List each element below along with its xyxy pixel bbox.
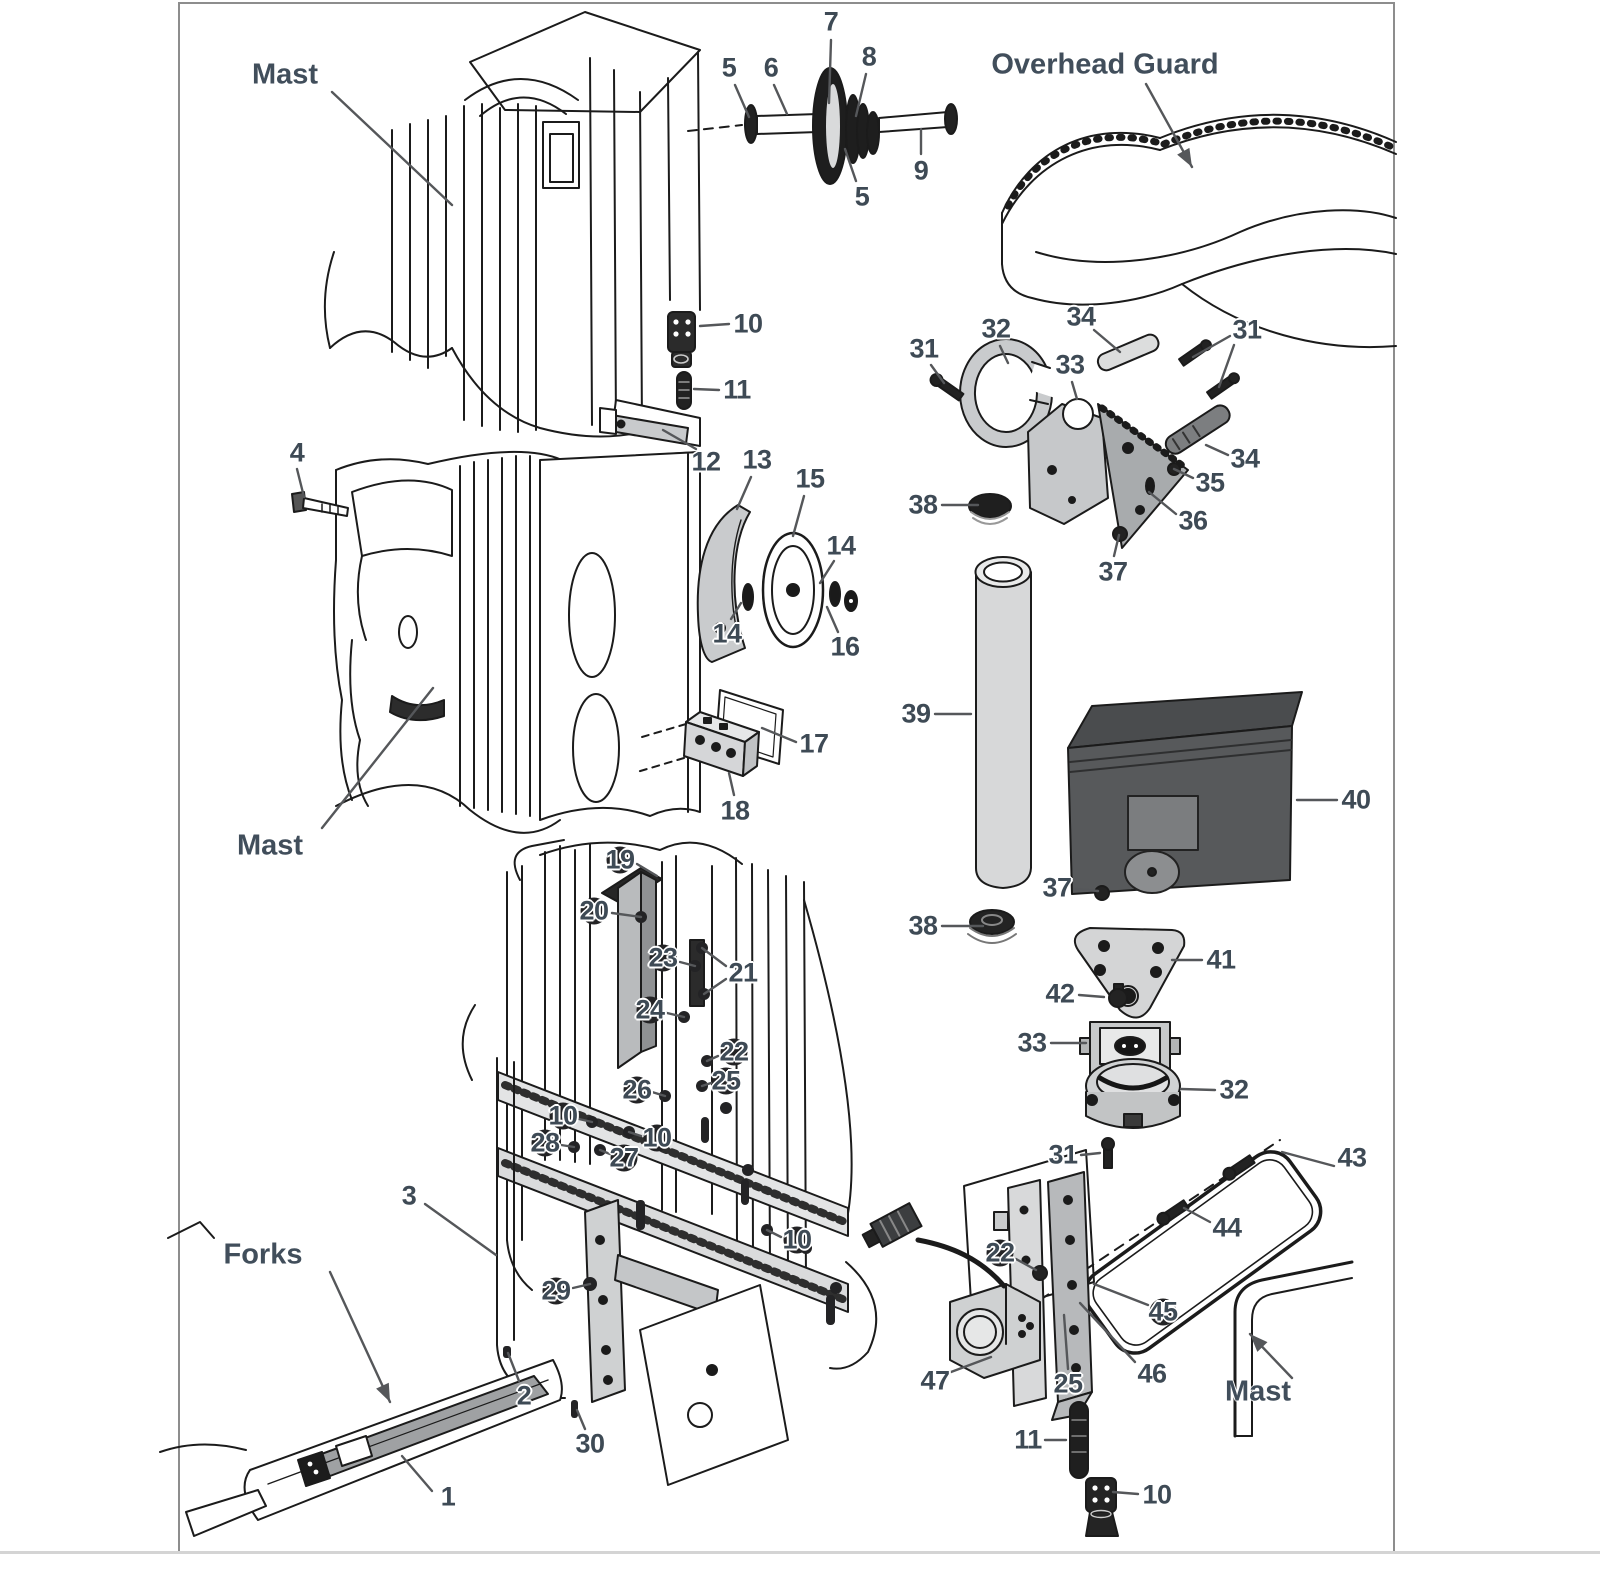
page-footer-rule xyxy=(0,1551,1600,1554)
diagram-frame xyxy=(178,2,1395,1553)
